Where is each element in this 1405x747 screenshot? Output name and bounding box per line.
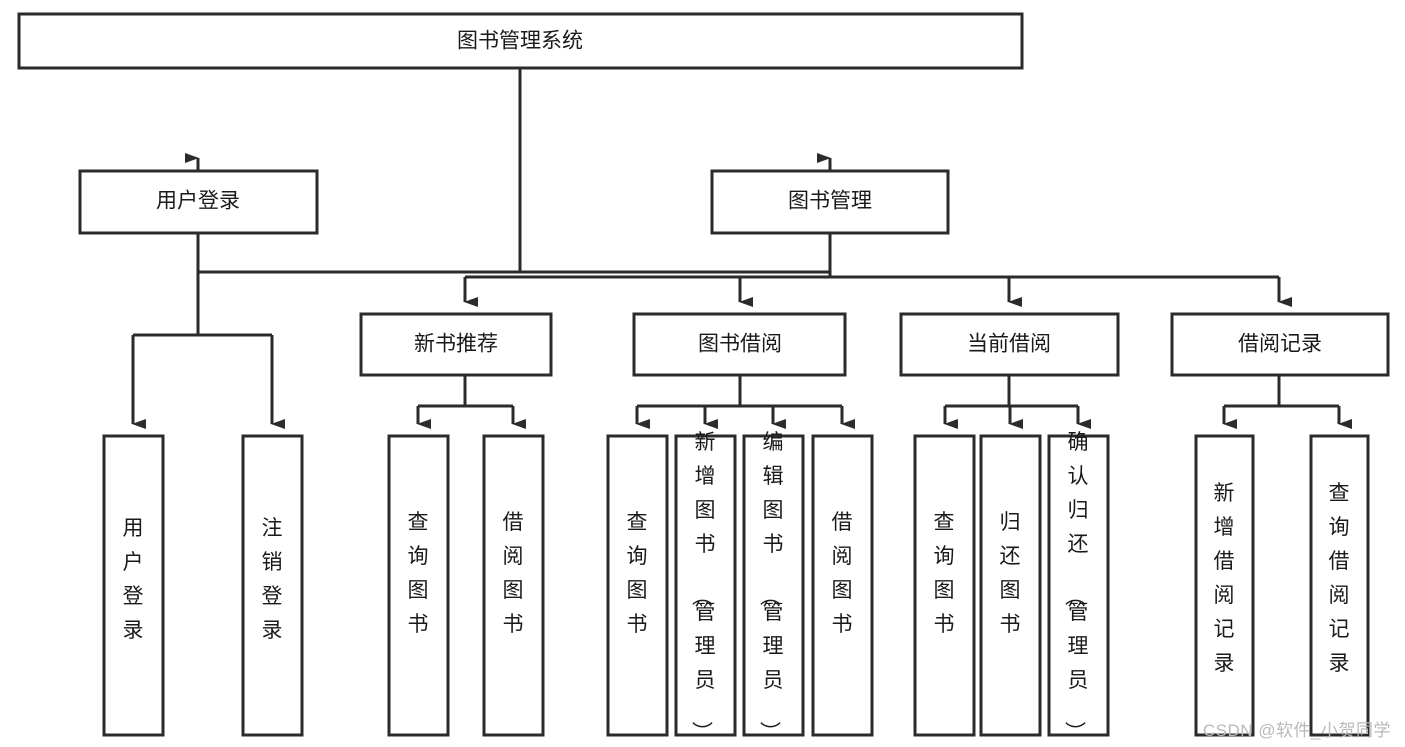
leaf-book-borrow-4-label: 借阅图书 — [832, 511, 853, 636]
leaf-borrow-record-1-label: 新增借阅记录 — [1214, 482, 1235, 675]
leaf-current-borrow-2-label: 归还图书 — [1000, 511, 1021, 636]
node-user-login-box[interactable] — [78, 169, 319, 235]
leaf-user-login-1-box[interactable] — [102, 434, 165, 737]
node-current-borrow-box[interactable] — [899, 312, 1120, 377]
node-root-box[interactable] — [17, 12, 1024, 70]
node-user-login[interactable]: 用户登录 — [78, 169, 319, 235]
node-borrow-record[interactable]: 借阅记录 — [1170, 312, 1390, 377]
node-book-manage-label: 图书管理 — [788, 190, 872, 213]
leaf-book-borrow-2-box[interactable] — [674, 434, 737, 737]
node-new-book-recommend[interactable]: 新书推荐 — [359, 312, 553, 377]
leaf-current-borrow-2[interactable]: 归还图书 — [979, 434, 1042, 737]
leaf-borrow-record-1[interactable]: 新增借阅记录 — [1194, 434, 1255, 737]
node-root-label: 图书管理系统 — [457, 30, 583, 53]
leaf-book-borrow-3-label: 编辑图书（管理员） — [758, 431, 784, 742]
leaf-user-login-1[interactable]: 用户登录 — [102, 434, 165, 737]
leaf-book-borrow-4[interactable]: 借阅图书 — [811, 434, 874, 737]
leaf-borrow-record-1-box[interactable] — [1194, 434, 1255, 737]
node-current-borrow[interactable]: 当前借阅 — [899, 312, 1120, 377]
leaf-user-login-1-label: 用户登录 — [123, 517, 144, 642]
node-root[interactable]: 图书管理系统 — [17, 12, 1024, 70]
node-borrow-record-label: 借阅记录 — [1238, 333, 1322, 356]
leaf-user-login-2-box[interactable] — [241, 434, 304, 737]
node-book-manage[interactable]: 图书管理 — [710, 169, 950, 235]
leaf-new-book-2-box[interactable] — [482, 434, 545, 737]
leaf-current-borrow-3-label: 确认归还（管理员） — [1063, 431, 1089, 742]
leaf-book-borrow-1-box[interactable] — [606, 434, 669, 737]
leaf-current-borrow-3[interactable]: 确认归还（管理员） — [1047, 431, 1110, 742]
leaf-book-borrow-4-box[interactable] — [811, 434, 874, 737]
node-new-book-recommend-label: 新书推荐 — [414, 333, 498, 356]
leaf-borrow-record-2-box[interactable] — [1309, 434, 1370, 737]
leaf-book-borrow-3-box[interactable] — [742, 434, 805, 737]
csdn-watermark: CSDN @软件_小贺同学 — [1202, 721, 1391, 740]
leaf-new-book-1[interactable]: 查询图书 — [387, 434, 450, 737]
node-book-manage-box[interactable] — [710, 169, 950, 235]
node-current-borrow-label: 当前借阅 — [967, 333, 1051, 356]
node-book-borrow-label: 图书借阅 — [698, 333, 782, 356]
node-book-borrow[interactable]: 图书借阅 — [632, 312, 847, 377]
node-borrow-record-box[interactable] — [1170, 312, 1390, 377]
leaf-borrow-record-2-label: 查询借阅记录 — [1329, 482, 1350, 675]
leaf-new-book-1-label: 查询图书 — [408, 511, 429, 636]
leaf-borrow-record-2[interactable]: 查询借阅记录 — [1309, 434, 1370, 737]
leaf-book-borrow-2[interactable]: 新增图书（管理员） — [674, 431, 737, 742]
node-user-login-label: 用户登录 — [156, 190, 240, 213]
leaf-current-borrow-3-box[interactable] — [1047, 434, 1110, 737]
leaf-current-borrow-1[interactable]: 查询图书 — [913, 434, 976, 737]
leaf-current-borrow-2-box[interactable] — [979, 434, 1042, 737]
leaf-book-borrow-1-label: 查询图书 — [627, 511, 648, 636]
leaf-user-login-2[interactable]: 注销登录 — [241, 434, 304, 737]
leaf-user-login-2-label: 注销登录 — [262, 517, 283, 642]
node-book-borrow-box[interactable] — [632, 312, 847, 377]
leaf-current-borrow-1-box[interactable] — [913, 434, 976, 737]
leaf-new-book-2-label: 借阅图书 — [503, 511, 524, 636]
leaf-new-book-2[interactable]: 借阅图书 — [482, 434, 545, 737]
node-new-book-recommend-box[interactable] — [359, 312, 553, 377]
edge-layer — [131, 68, 1352, 429]
leaf-new-book-1-box[interactable] — [387, 434, 450, 737]
leaf-book-borrow-1[interactable]: 查询图书 — [606, 434, 669, 737]
leaf-book-borrow-3[interactable]: 编辑图书（管理员） — [742, 431, 805, 742]
leaf-current-borrow-1-label: 查询图书 — [934, 511, 955, 636]
leaf-book-borrow-2-label: 新增图书（管理员） — [690, 431, 716, 742]
